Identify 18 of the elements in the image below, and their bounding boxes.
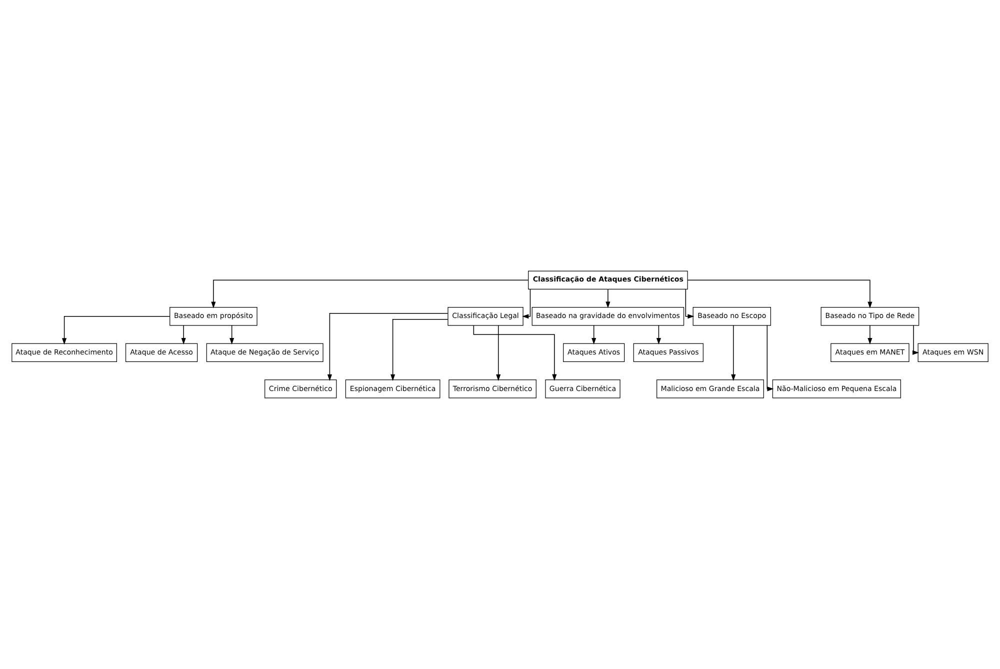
- arrow: [181, 325, 186, 344]
- arrow: [327, 312, 448, 381]
- arrow: [592, 325, 596, 344]
- arrow: [685, 288, 694, 319]
- arrow: [211, 280, 528, 308]
- arrow: [766, 325, 774, 392]
- arrow: [731, 325, 736, 381]
- arrow: [390, 319, 448, 381]
- arrow: [62, 316, 170, 345]
- arrow: [912, 325, 920, 355]
- arrow: [606, 288, 610, 308]
- arrow: [687, 280, 872, 308]
- arrow: [496, 325, 501, 381]
- arrow: [522, 288, 531, 319]
- arrow: [473, 325, 557, 381]
- arrow: [230, 325, 234, 344]
- arrow: [868, 325, 872, 344]
- arrow: [656, 325, 661, 344]
